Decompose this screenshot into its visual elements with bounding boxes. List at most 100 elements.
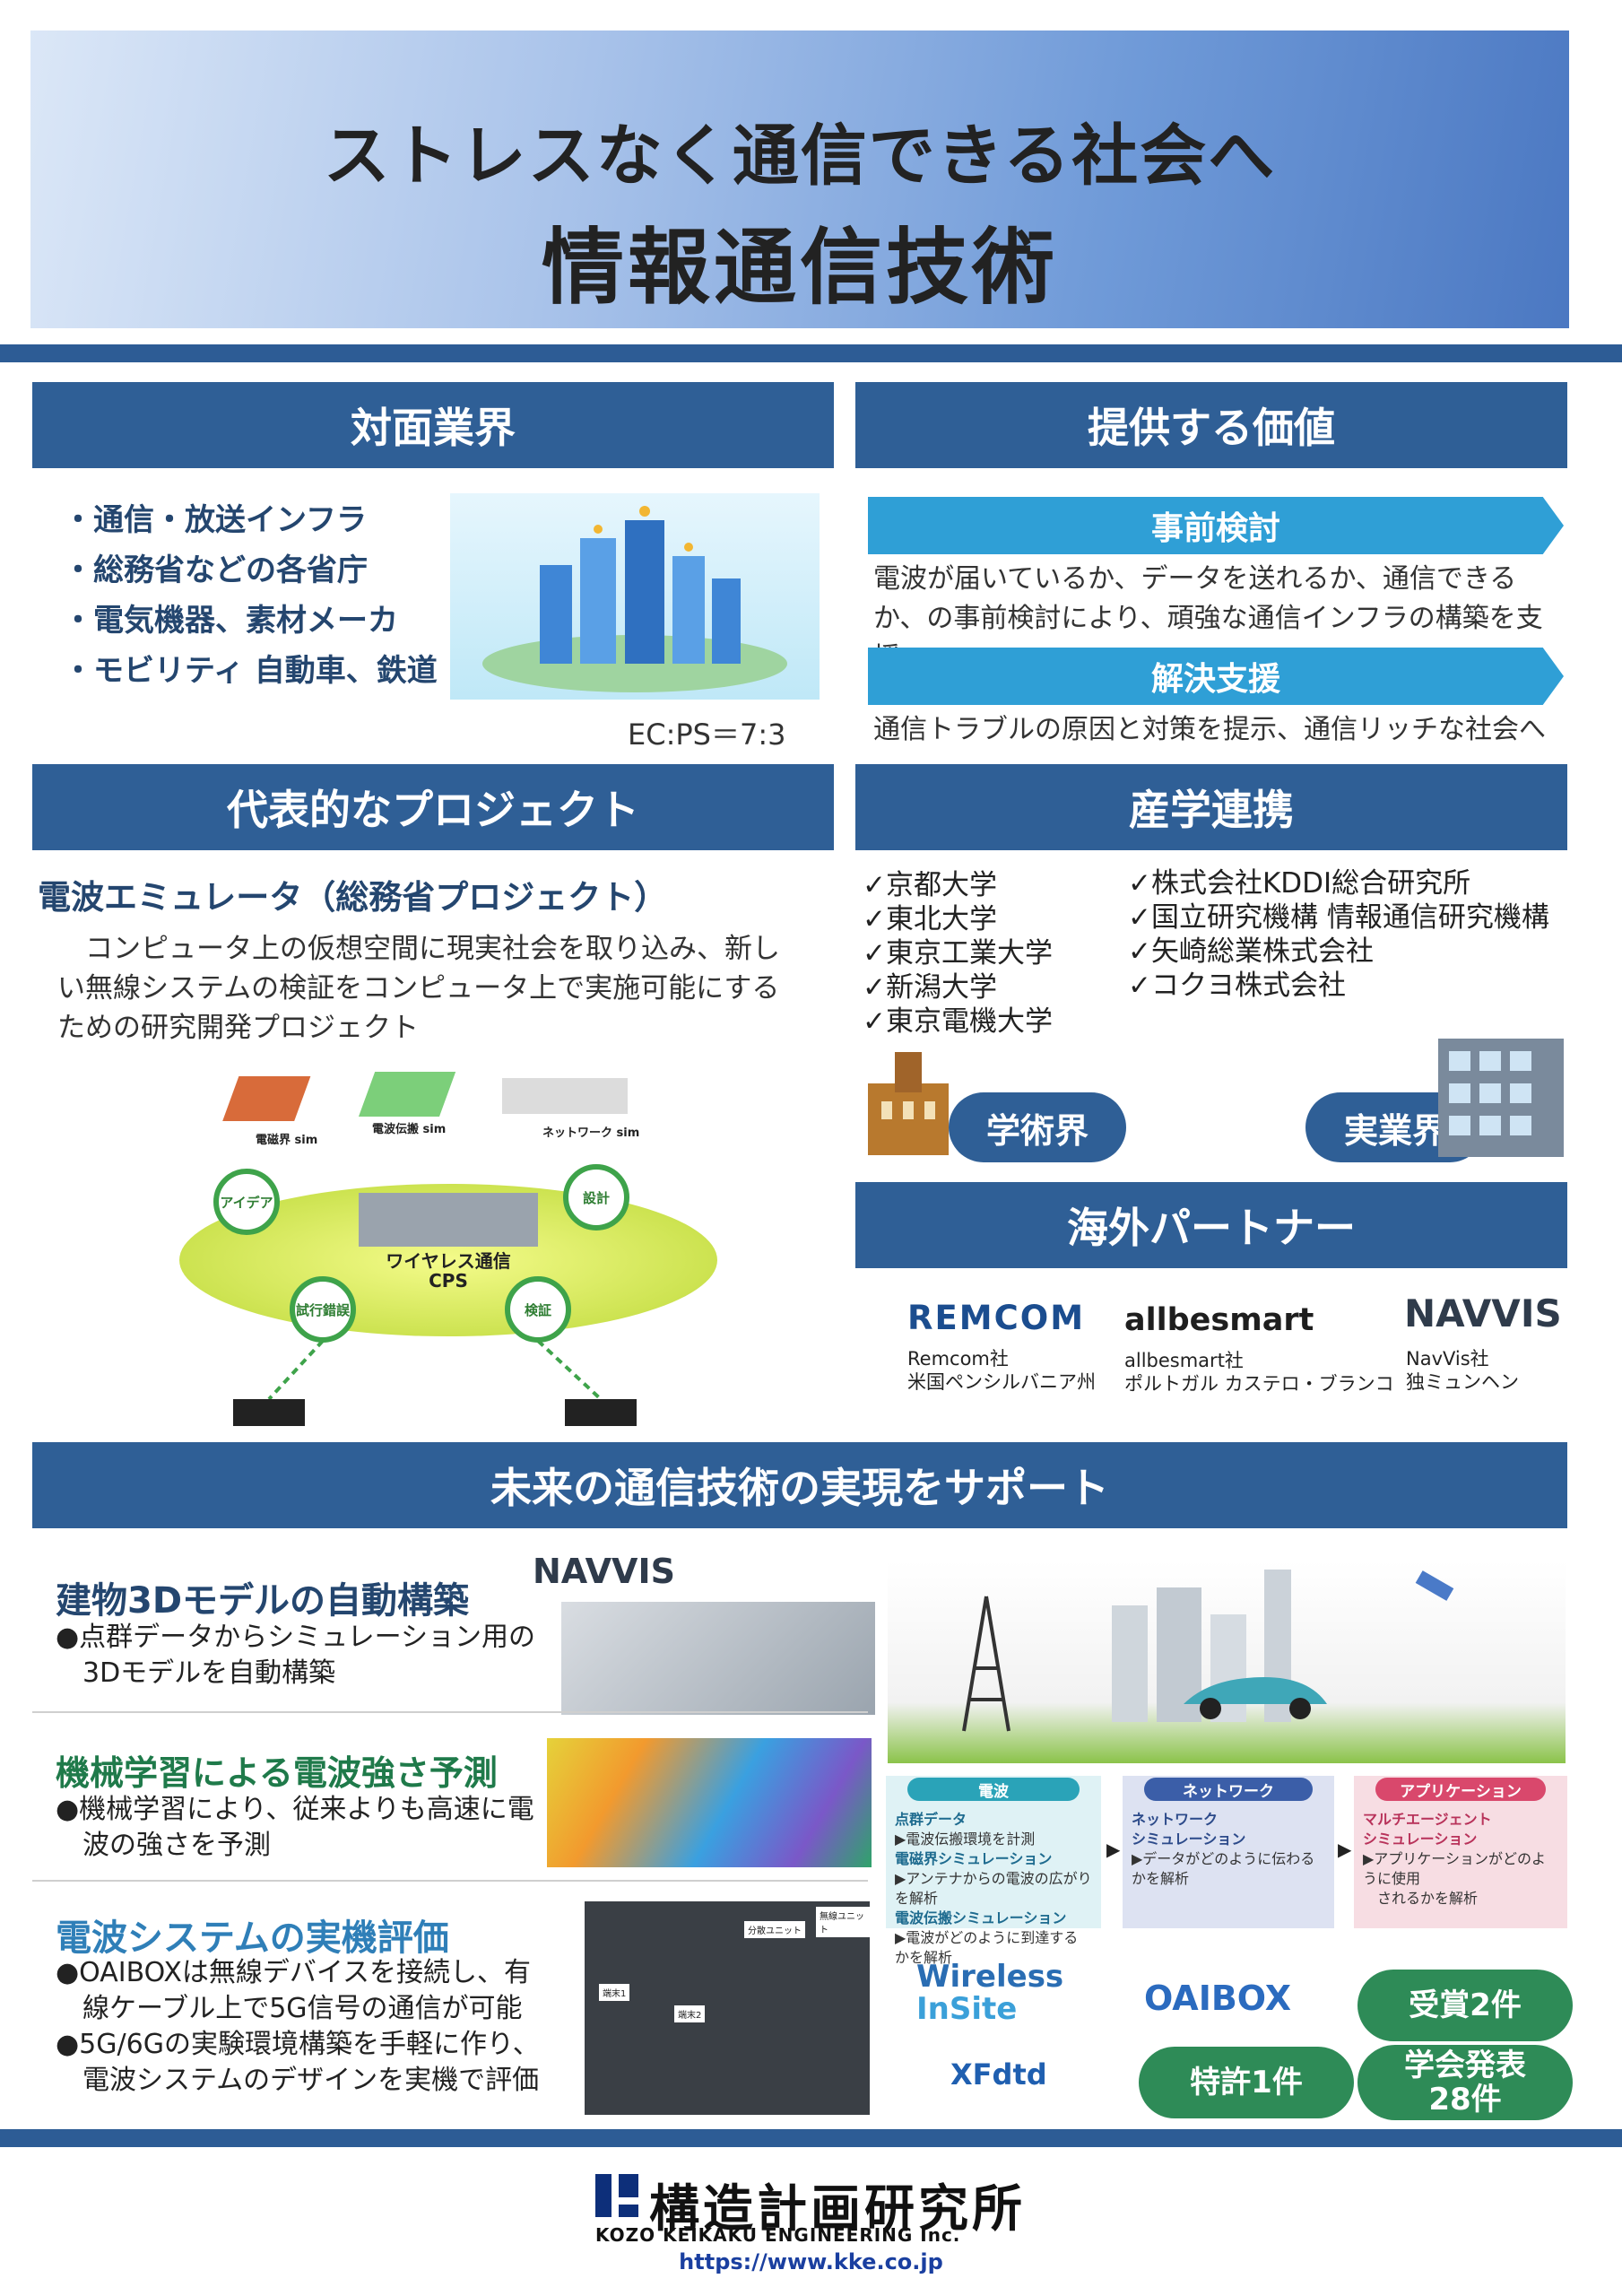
navvis-caption: NavVis社 独ミュンヘン [1406, 1347, 1519, 1394]
projects-heading: 代表的なプロジェクト [32, 764, 834, 850]
divider [32, 1880, 868, 1882]
ratio-label: EC:PS＝7:3 [628, 718, 786, 752]
future-item-text: ●点群データからシミュレーション用の 3Dモデルを自動構築 [56, 1620, 535, 1692]
future-item-line: 波の強さを予測 [56, 1830, 271, 1861]
industry-partner-list: ✓株式会社KDDI総合研究所 ✓国立研究機構 情報通信研究機構 ✓矢崎総業株式会… [1128, 866, 1549, 1003]
flow-line: シミュレーション [1363, 1831, 1478, 1848]
industry-item: ・通信・放送インフラ [63, 502, 367, 538]
photo-label: 分散ユニット [744, 1921, 805, 1938]
flow-line: 電波伝搬シミュレーション [895, 1909, 1067, 1926]
future-item-title: 電波システムの実機評価 [56, 1918, 449, 1959]
industry-partner-item: ✓矢崎総業株式会社 [1128, 935, 1374, 968]
flow-line: ▶電波伝搬環境を計測 [895, 1831, 1036, 1848]
flow-box-radio: 電波 点群データ ▶電波伝搬環境を計測 電磁界シミュレーション ▶アンテナからの… [886, 1776, 1101, 1966]
flow-line: ▶アンテナからの電波の広がりを解析 [895, 1870, 1092, 1907]
flow-head-application: アプリケーション [1375, 1778, 1546, 1801]
flow-line: ▶データがどのように伝わるかを解析 [1132, 1850, 1315, 1887]
flow-box-network: ネットワーク ネットワーク シミュレーション ▶データがどのように伝わるかを解析 [1123, 1776, 1334, 1928]
company-url-link[interactable]: https://www.kke.co.jp [679, 2249, 943, 2274]
academia-item: ✓東京電機大学 [863, 1005, 1053, 1038]
value-text-precheck: 電波が届いているか、データを送れるか、通信できるか、の事前検討により、頑強な通信… [873, 563, 1543, 674]
flow-line: シミュレーション [1132, 1831, 1246, 1848]
flow-line: ▶アプリケーションがどのように使用 [1363, 1850, 1546, 1887]
xfdtd-logo: XFdtd [950, 2057, 1047, 2092]
office-building-icon [1438, 1039, 1564, 1157]
future-heading: 未来の通信技術の実現をサポート [32, 1442, 1567, 1528]
value-text-solution: 通信トラブルの原因と対策を提示、通信リッチな社会へ [873, 714, 1546, 745]
communication-scene-illustration [888, 1561, 1566, 1763]
flow-body-application: マルチエージェント シミュレーション ▶アプリケーションがどのように使用 される… [1354, 1803, 1567, 1916]
allbesmart-caption: allbesmart社 ポルトガル カステロ・ブランコ [1124, 1349, 1394, 1396]
future-item-line: ●点群データからシミュレーション用の [56, 1622, 535, 1653]
cps-diagram: 電磁界 sim 電波伝搬 sim ネットワーク sim ワイヤレス通信 CPS … [161, 1067, 735, 1435]
flow-line: 点群データ [895, 1811, 967, 1828]
future-item-title: 機械学習による電波強さ予測 [56, 1753, 498, 1793]
cps-center-line2: CPS [429, 1270, 468, 1292]
bottom-divider [0, 2129, 1622, 2147]
flow-head-radio: 電波 [907, 1778, 1080, 1801]
future-item-line: ●OAIBOXは無線デバイスを接続し、有 [56, 1957, 532, 1988]
industries-heading: 対面業界 [32, 382, 834, 468]
header-subtitle: ストレスなく通信できる社会へ [323, 117, 1277, 195]
flow-arrow-icon: ▶ [1106, 1839, 1121, 1860]
academia-pill: 学術界 [949, 1092, 1126, 1162]
building-3d-model-image [561, 1602, 875, 1715]
academia-list: ✓京都大学 ✓東北大学 ✓東京工業大学 ✓新潟大学 ✓東京電機大学 [863, 868, 1053, 1039]
flow-line: 電磁界シミュレーション [895, 1850, 1053, 1867]
academia-item: ✓新潟大学 [863, 971, 997, 1004]
flow-line: マルチエージェント [1363, 1811, 1492, 1828]
tower-car-satellite-icon [962, 1570, 1454, 1732]
cps-center-line1: ワイヤレス通信 [386, 1250, 511, 1272]
node-verify: 検証 [524, 1302, 551, 1318]
header-banner: ストレスなく通信できる社会へ 情報通信技術 [30, 30, 1569, 328]
partner-location: 独ミュンヘン [1406, 1371, 1519, 1393]
industry-item: ・電気機器、素材メーカ [63, 603, 398, 639]
partner-location: ポルトガル カステロ・ブランコ [1124, 1373, 1394, 1395]
smart-city-illustration [450, 493, 820, 700]
wireless-insite-logo: Wireless InSite [916, 1961, 1063, 2025]
value-banner-precheck: 事前検討 [868, 497, 1564, 554]
sim-label-em: 電磁界 sim [256, 1134, 318, 1147]
award-badge: 受賞2件 [1357, 1970, 1573, 2041]
project-title: 電波エミュレータ（総務省プロジェクト） [38, 878, 668, 917]
university-building-icon [868, 1052, 949, 1155]
industry-item: ・モビリティ 自動車、鉄道 [63, 653, 438, 689]
top-divider [0, 344, 1622, 362]
flow-line: ▶電波がどのように到達するかを解析 [895, 1929, 1079, 1966]
future-item-line: 電波システムのデザインを実機で評価 [56, 2065, 540, 2096]
company-name-jp: 構造計画研究所 [649, 2180, 1026, 2239]
photo-label: 無線ユニット [816, 1907, 870, 1937]
future-item-text: ●機械学習により、従来よりも高速に電 波の強さを予測 [56, 1792, 534, 1864]
sim-label-propagation: 電波伝搬 sim [372, 1123, 447, 1136]
allbesmart-logo: allbesmart [1124, 1302, 1314, 1338]
flow-line: されるかを解析 [1363, 1890, 1479, 1907]
node-design: 設計 [582, 1190, 610, 1206]
future-item-title: 建物3Dモデルの自動構築 [56, 1580, 470, 1622]
divider [32, 1711, 868, 1713]
logo-line: InSite [916, 1991, 1018, 2027]
value-banner-solution: 解決支援 [868, 648, 1564, 705]
future-item-line: ●5G/6Gの実験環境構築を手軽に作り、 [56, 2029, 540, 2060]
academia-item: ✓東京工業大学 [863, 937, 1053, 970]
project-description: コンピュータ上の仮想空間に現実社会を取り込み、新しい無線システムの検証をコンピュ… [57, 933, 780, 1044]
flow-box-application: アプリケーション マルチエージェント シミュレーション ▶アプリケーションがどの… [1354, 1776, 1567, 1928]
radio-strength-heatmap-image [547, 1738, 872, 1867]
photo-label: 端末2 [674, 2005, 706, 2022]
industries-list: ・通信・放送インフラ ・総務省などの各省庁 ・電気機器、素材メーカ ・モビリティ… [63, 495, 438, 696]
partner-name: allbesmart社 [1124, 1350, 1244, 1371]
academia-item: ✓京都大学 [863, 869, 997, 901]
navvis-logo-small: NAVVIS [533, 1552, 675, 1591]
remcom-logo: REMCOM [907, 1299, 1086, 1337]
future-item-line: 3Dモデルを自動構築 [56, 1657, 336, 1689]
company-name-en: KOZO KEIKAKU ENGINEERING Inc. [595, 2224, 961, 2246]
collaboration-heading: 産学連携 [855, 764, 1567, 850]
flow-body-radio: 点群データ ▶電波伝搬環境を計測 電磁界シミュレーション ▶アンテナからの電波の… [886, 1803, 1101, 1975]
node-idea: アイデア [220, 1195, 273, 1211]
partner-name: Remcom社 [907, 1348, 1009, 1370]
patent-badge: 特許1件 [1139, 2047, 1354, 2118]
remcom-caption: Remcom社 米国ペンシルバニア州 [907, 1347, 1096, 1394]
future-item-text: ●OAIBOXは無線デバイスを接続し、有 線ケーブル上で5G信号の通信が可能 ●… [56, 1955, 540, 2099]
navvis-logo: NAVVIS [1404, 1292, 1562, 1335]
industry-partner-item: ✓株式会社KDDI総合研究所 [1128, 867, 1471, 900]
flow-arrow-icon: ▶ [1338, 1839, 1352, 1860]
